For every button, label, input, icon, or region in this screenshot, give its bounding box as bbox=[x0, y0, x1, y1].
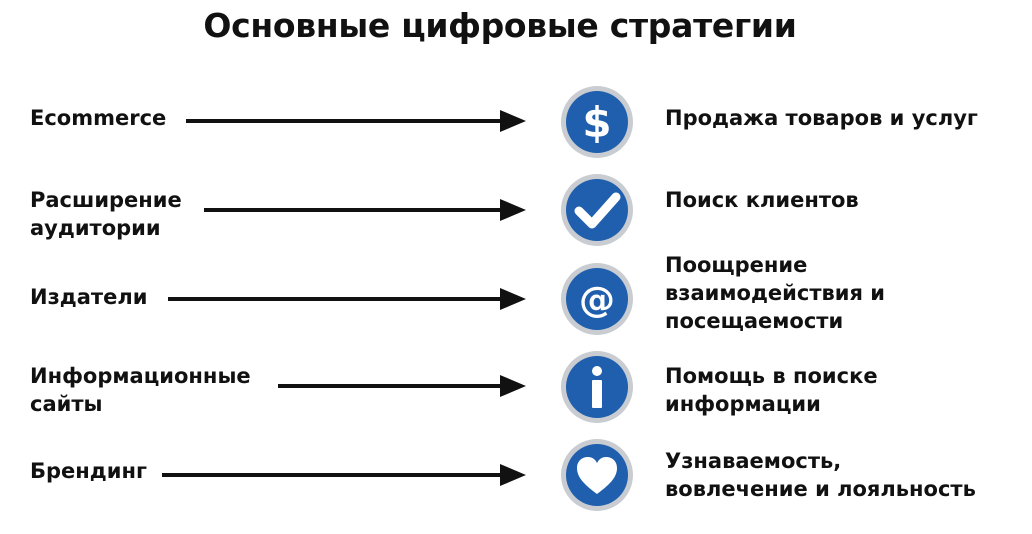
strategy-description: Поиск клиентов bbox=[665, 186, 1025, 214]
strategy-row-audience: Расширение аудитории Поиск клиентов bbox=[0, 170, 1032, 250]
strategy-description-line: Поиск клиентов bbox=[665, 188, 859, 212]
strategy-description: Помощь в поиске информации bbox=[665, 362, 1025, 418]
strategy-description-line: Узнаваемость, bbox=[665, 449, 842, 473]
heart-icon bbox=[560, 438, 634, 512]
strategy-description-line: информации bbox=[665, 392, 821, 416]
strategy-description: Поощрение взаимодействия и посещаемости bbox=[665, 251, 1025, 335]
arrow bbox=[278, 375, 526, 397]
strategy-label: Издатели bbox=[30, 283, 147, 311]
strategy-label: Расширение аудитории bbox=[30, 186, 182, 242]
checkmark-icon bbox=[560, 173, 634, 247]
arrow bbox=[162, 464, 526, 486]
strategy-description: Продажа товаров и услуг bbox=[665, 104, 1025, 132]
strategy-description-line: Поощрение bbox=[665, 253, 808, 277]
strategy-description-line: взаимодействия и bbox=[665, 281, 886, 305]
arrow bbox=[186, 110, 526, 132]
strategy-label: Ecommerce bbox=[30, 104, 166, 132]
strategy-row-ecommerce: Ecommerce $ Продажа товаров и услуг bbox=[0, 82, 1032, 162]
strategy-label: Информационные сайты bbox=[30, 362, 251, 418]
arrow bbox=[204, 199, 526, 221]
strategy-label-line: Издатели bbox=[30, 285, 148, 309]
strategy-label-line: Расширение bbox=[30, 188, 182, 212]
dollar-icon: $ bbox=[560, 85, 634, 159]
strategy-description-line: посещаемости bbox=[665, 309, 844, 333]
at-sign-icon: @ bbox=[560, 262, 634, 336]
strategy-label-line: сайты bbox=[30, 392, 103, 416]
strategy-description-line: Помощь в поиске bbox=[665, 364, 878, 388]
strategy-description-line: вовлечение и лояльность bbox=[665, 477, 976, 501]
strategy-row-info-sites: Информационные сайты Помощь в поиске инф… bbox=[0, 346, 1032, 426]
strategy-label-line: аудитории bbox=[30, 216, 161, 240]
strategy-description: Узнаваемость, вовлечение и лояльность bbox=[665, 447, 1025, 503]
strategy-description-line: Продажа товаров и услуг bbox=[665, 106, 978, 130]
strategy-label: Брендинг bbox=[30, 457, 147, 485]
strategy-row-publishers: Издатели @ Поощрение взаимодействия и по… bbox=[0, 253, 1032, 338]
info-icon bbox=[560, 350, 634, 424]
svg-text:$: $ bbox=[582, 98, 611, 147]
strategy-label-line: Брендинг bbox=[30, 459, 147, 483]
arrow bbox=[168, 288, 526, 310]
page-title: Основные цифровые стратегии bbox=[203, 6, 797, 45]
strategy-row-branding: Брендинг Узнаваемость, вовлечение и лоял… bbox=[0, 434, 1032, 514]
strategy-label-line: Информационные bbox=[30, 364, 251, 388]
svg-text:@: @ bbox=[579, 280, 615, 321]
strategy-label-line: Ecommerce bbox=[30, 106, 167, 130]
